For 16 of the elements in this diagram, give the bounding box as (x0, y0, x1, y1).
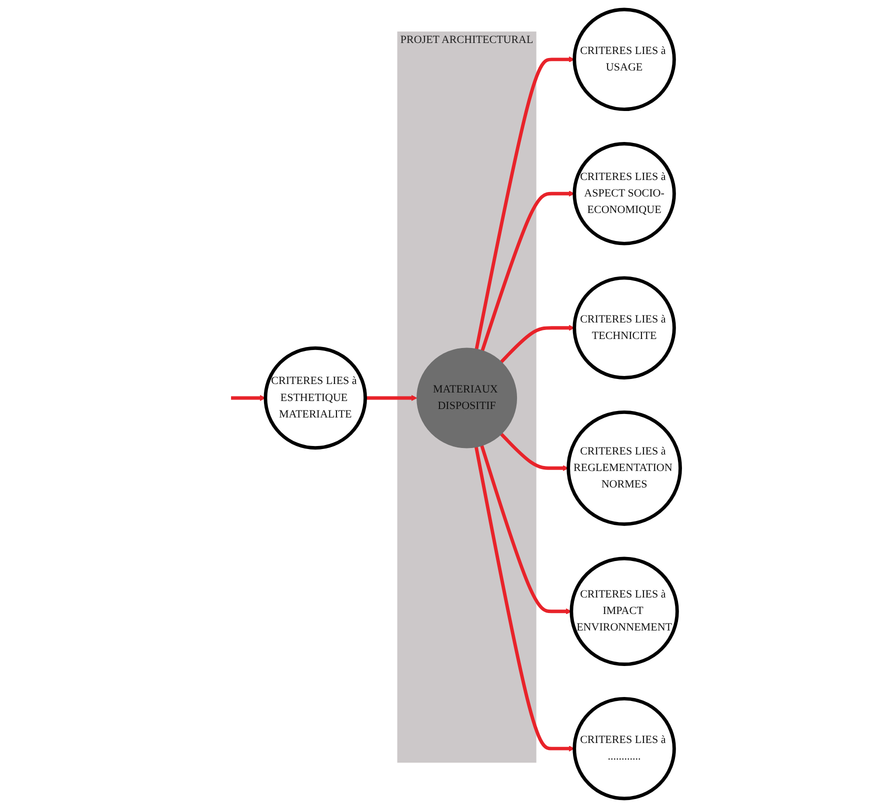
node-circle: CRITERES LIES à USAGE (572, 7, 676, 111)
arrow (474, 56, 574, 349)
node-circle: CRITERES LIES à ............ (572, 696, 676, 800)
arrow (480, 444, 572, 614)
node-circle: CRITERES LIES à ESTHETIQUE MATERIALITE (263, 346, 366, 450)
node-circle: MATERIAUX DISPOSITIF (416, 347, 517, 448)
arrow (230, 394, 266, 401)
arrow (500, 432, 568, 471)
node-circle: CRITERES LIES à ASPECT SOCIO-ECONOMIQUE (572, 142, 676, 245)
arrow (480, 190, 574, 351)
arrow (474, 446, 574, 752)
node-circle: CRITERES LIES à TECHNICITE (572, 276, 676, 379)
node-circle: CRITERES LIES à IMPACT ENVIRONNEMENT (569, 556, 678, 666)
node-circle: CRITERES LIES à REGLEMENTATION NORMES (566, 410, 682, 526)
arrow (500, 324, 574, 363)
arrow (364, 394, 417, 401)
